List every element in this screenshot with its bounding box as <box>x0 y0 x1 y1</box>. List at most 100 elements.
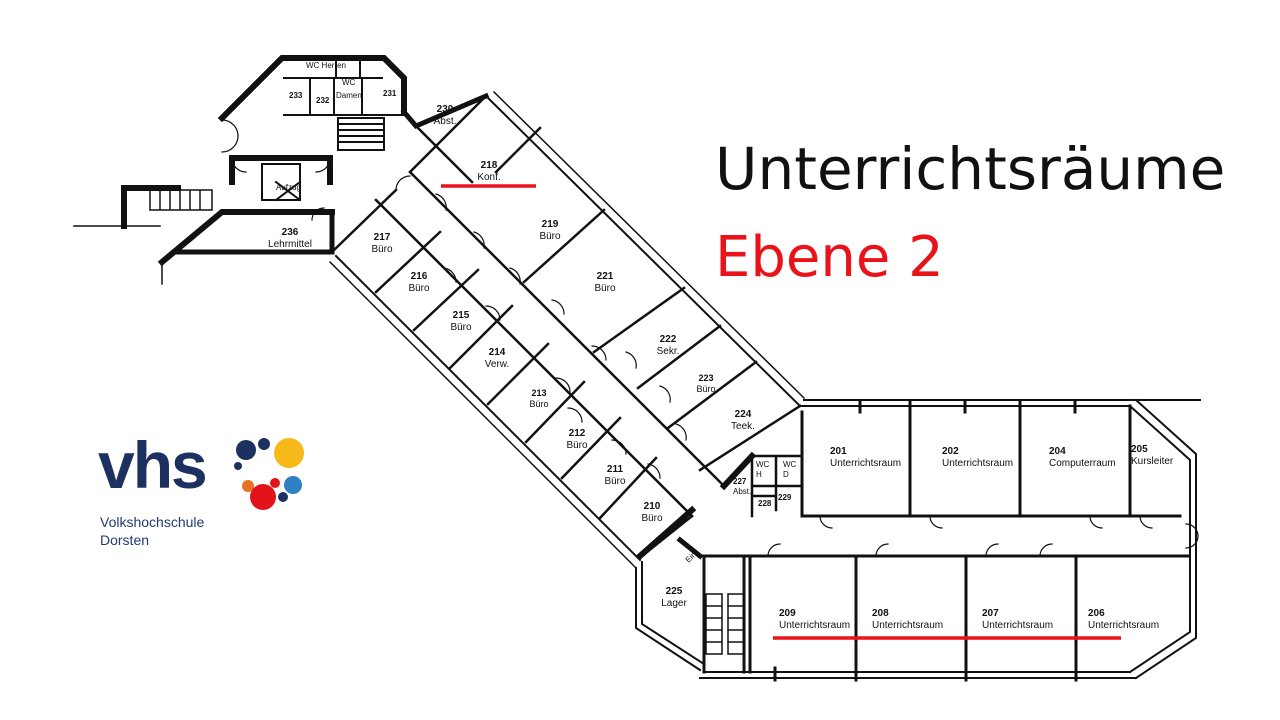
label-aufzug: Aufzug <box>276 183 301 192</box>
room-number-206: 206 <box>1088 608 1105 619</box>
wall-lower-classrooms <box>702 554 1190 674</box>
wall-225 <box>635 505 697 561</box>
room-number-224: 224 <box>735 409 752 420</box>
wall-236 <box>171 209 335 255</box>
room-number-231: 231 <box>383 89 397 98</box>
wall-227 <box>719 451 757 491</box>
room-name-210: Büro <box>641 513 663 524</box>
room-number-217: 217 <box>374 232 391 243</box>
stairs-225 <box>705 593 745 655</box>
room-name-211: Büro <box>604 476 626 487</box>
logo-line-volkshochschule: Volkshochschule <box>100 514 205 530</box>
room-number-236: 236 <box>282 227 299 238</box>
room-name-213: Büro <box>529 399 548 409</box>
wall-225-outer <box>635 561 706 672</box>
door-arcs <box>221 119 1199 557</box>
room-number-228: 228 <box>758 499 772 508</box>
walls-upper-rooms <box>408 94 802 472</box>
wall-horizontal-right <box>1128 398 1197 680</box>
room-number-215: 215 <box>453 310 470 321</box>
logo-dot-red-1 <box>250 484 276 510</box>
wall-elevator <box>261 163 302 202</box>
room-number-202: 202 <box>942 446 959 457</box>
room-name-212: Büro <box>566 440 588 451</box>
label-wc-damen-b: Damen <box>336 91 362 100</box>
wall-diagonal-upper-outer2 <box>492 90 806 400</box>
room-name-204: Computerraum <box>1049 458 1116 469</box>
wall-diagonal-upper-outer <box>484 94 802 408</box>
room-number-213: 213 <box>531 388 546 398</box>
room-number-201: 201 <box>830 446 847 457</box>
page-title: Unterrichtsräume <box>715 135 1226 203</box>
wall-wc-small <box>750 454 804 518</box>
room-number-229: 229 <box>778 493 792 502</box>
logo-dot-yellow <box>274 438 304 468</box>
room-name-222: Sekr. <box>657 346 680 357</box>
room-name-224: Teek. <box>731 421 755 432</box>
label-wc-herren: WC Herren <box>306 61 346 70</box>
room-number-207: 207 <box>982 608 999 619</box>
logo-dot-red-2 <box>270 478 280 488</box>
room-number-225: 225 <box>666 586 683 597</box>
wall-horizontal-bottom <box>699 671 1137 679</box>
wall-left-stair-steps <box>149 189 213 211</box>
vhs-logo: vhs Volkshochschule Dorsten <box>98 430 328 560</box>
room-name-215: Büro <box>450 322 472 333</box>
room-name-208: Unterrichtsraum <box>872 620 943 631</box>
room-number-232: 232 <box>316 96 330 105</box>
room-name-236: Lehrmittel <box>268 239 312 250</box>
room-name-219: Büro <box>539 231 561 242</box>
label-wc-h-a: WC <box>756 460 770 469</box>
room-number-208: 208 <box>872 608 889 619</box>
room-number-233: 233 <box>289 91 303 100</box>
room-name-223: Büro <box>696 384 715 394</box>
logo-dot-orange <box>242 480 254 492</box>
room-name-214: Verw. <box>485 359 509 370</box>
room-name-207: Unterrichtsraum <box>982 620 1053 631</box>
logo-dot-blue-2 <box>258 438 270 450</box>
wall-elevator-core <box>229 155 333 185</box>
wall-left-stair <box>121 185 335 267</box>
logo-dot-lightblue <box>284 476 302 494</box>
wall-upper-classrooms <box>800 404 1182 518</box>
room-name-209: Unterrichtsraum <box>779 620 850 631</box>
room-number-222: 222 <box>660 334 677 345</box>
page-subtitle: Ebene 2 <box>715 225 944 290</box>
room-name-217: Büro <box>371 244 393 255</box>
window-ticks <box>773 400 1078 682</box>
wall-wc-block <box>217 55 407 123</box>
room-number-209: 209 <box>779 608 796 619</box>
logo-line-dorsten: Dorsten <box>100 532 150 548</box>
room-labels: 230Abst.218Konf.219Büro221Büro222Sekr.22… <box>268 89 1174 631</box>
logo-dot-blue-3 <box>234 462 242 470</box>
room-name-218: Konf. <box>477 172 500 183</box>
room-name-202: Unterrichtsraum <box>942 458 1013 469</box>
wall-stair-upper <box>337 117 385 151</box>
room-number-214: 214 <box>489 347 506 358</box>
room-number-223: 223 <box>698 373 713 383</box>
room-name-206: Unterrichtsraum <box>1088 620 1159 631</box>
room-name-216: Büro <box>408 283 430 294</box>
logo-wordmark: vhs <box>98 428 208 502</box>
logo-dot-blue-4 <box>278 492 288 502</box>
room-number-210: 210 <box>644 501 661 512</box>
label-wc-d-a: WC <box>783 460 797 469</box>
room-number-230: 230 <box>437 104 454 115</box>
room-number-227: 227 <box>733 477 747 486</box>
room-number-205: 205 <box>1131 444 1148 455</box>
room-number-221: 221 <box>597 271 614 282</box>
label-wc-d-b: D <box>783 470 789 479</box>
wall-diagonal-lower-outer <box>334 254 642 562</box>
label-wc-damen-a: WC <box>342 78 356 87</box>
label-wc-h-b: H <box>756 470 762 479</box>
room-number-204: 204 <box>1049 446 1066 457</box>
room-name-230: Abst. <box>434 116 457 127</box>
logo-dot-blue-1 <box>236 440 256 460</box>
room-number-212: 212 <box>569 428 586 439</box>
room-number-211: 211 <box>607 464 624 475</box>
wall-entry <box>676 536 704 560</box>
room-number-218: 218 <box>481 160 498 171</box>
wall-corridor-upper <box>408 170 726 488</box>
room-name-201: Unterrichtsraum <box>830 458 901 469</box>
